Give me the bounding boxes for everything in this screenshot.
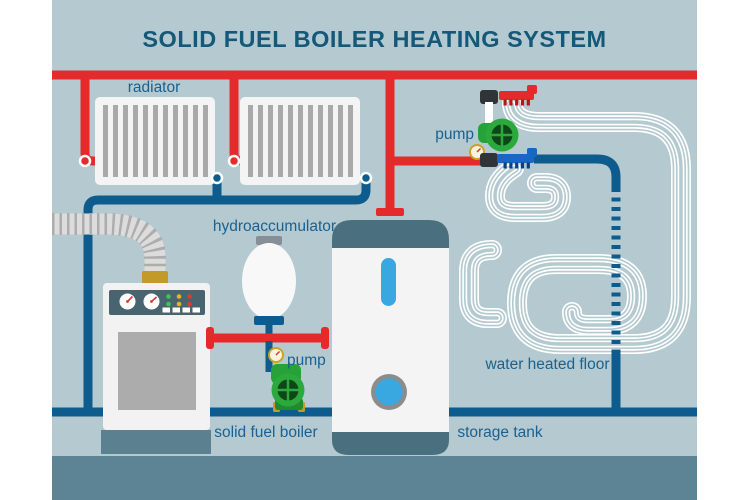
circulation-pump-boiler <box>265 341 305 412</box>
label-solid-fuel-boiler: solid fuel boiler <box>214 424 318 441</box>
boiler-buttons <box>162 307 200 313</box>
floor-band <box>52 456 697 500</box>
return-manifold <box>497 148 537 169</box>
hydroaccumulator-tank <box>242 236 296 337</box>
pump-fitting-top <box>480 90 498 104</box>
pipe-joints <box>78 154 373 185</box>
boiler-base <box>101 430 211 454</box>
boiler-supply-pipe <box>206 327 329 349</box>
tank-top-cap <box>332 220 449 256</box>
tank-port-window <box>375 378 403 406</box>
hydroaccumulator-cap <box>256 236 282 245</box>
circulation-pump-floor <box>469 90 519 167</box>
flue-brass-connector <box>142 271 168 284</box>
tank-bottom-cap <box>332 432 449 455</box>
solid-fuel-boiler <box>101 283 211 454</box>
storage-tank <box>332 220 449 455</box>
supply-manifold <box>499 85 537 106</box>
tank-inlet-flange <box>376 208 404 216</box>
label-water-heated-floor: water heated floor <box>485 356 610 373</box>
page-title: SOLID FUEL BOILER HEATING SYSTEM <box>142 26 607 52</box>
boiler-door <box>118 332 196 410</box>
radiator-1 <box>95 97 215 185</box>
flue-pipe <box>52 213 168 284</box>
radiator-2 <box>240 97 360 185</box>
pump-fitting-bottom <box>480 153 498 167</box>
label-radiator: radiator <box>127 79 181 96</box>
label-hydroaccumulator: hydroaccumulator <box>212 218 337 235</box>
label-pump-floor: pump <box>435 126 474 143</box>
label-pump-boiler: pump <box>287 352 326 369</box>
label-storage-tank: storage tank <box>457 424 543 441</box>
tank-level-indicator <box>381 258 396 306</box>
boiler-indicator-lights <box>166 294 192 307</box>
